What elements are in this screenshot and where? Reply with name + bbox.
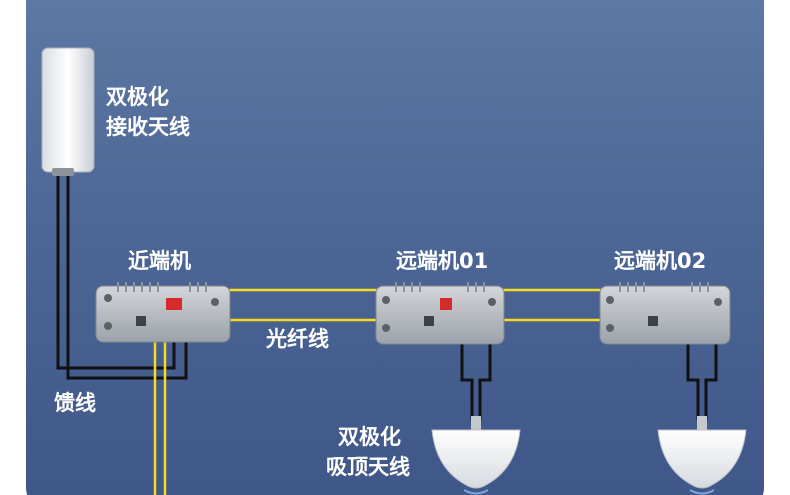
ceiling-antenna-01-icon [431,416,521,495]
remote-unit-02-icon [599,282,731,345]
panel-antenna-icon [41,47,95,176]
near-end-unit-icon [95,282,231,343]
feeder-label: 馈线 [54,391,96,415]
remote-unit-01-icon [375,282,505,345]
ceiling-antenna-label-line2: 吸顶天线 [326,455,410,479]
feeder-cables [56,172,718,420]
background-card [26,0,764,495]
fiber-label: 光纤线 [266,327,329,351]
ceiling-antenna-label-line1: 双极化 [338,425,401,449]
ceiling-antenna-02-icon [657,416,747,495]
remote-01-label: 远端机01 [396,249,489,273]
near-end-label: 近端机 [128,249,191,273]
receive-antenna-label-line1: 双极化 [106,85,169,109]
receive-antenna-label-line2: 接收天线 [106,115,190,139]
remote-02-label: 远端机02 [614,249,707,273]
